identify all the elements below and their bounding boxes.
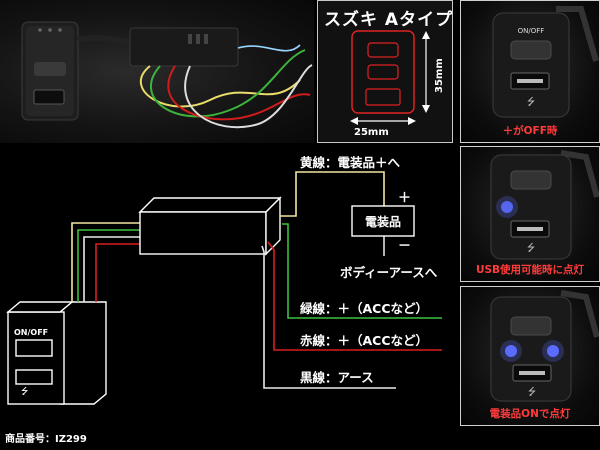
height-arrow-head [422, 105, 430, 113]
usb-tongue [519, 371, 545, 375]
switch-button [510, 316, 552, 336]
led-blue [547, 345, 559, 357]
product-photo [0, 0, 314, 143]
wire-red-in [95, 243, 142, 302]
switch-photo-off: ON/OFF ⭍ [492, 6, 599, 118]
led-blue [505, 345, 517, 357]
usb-icon: ⭍ [527, 96, 535, 108]
width-arrow-head [350, 117, 358, 125]
wire-light [237, 44, 301, 52]
spec-button-outline [367, 42, 399, 58]
photo-on: ⭍ 電装品ONで点灯 [460, 286, 600, 426]
cable [556, 6, 599, 62]
spec-panel: スズキ Aタイプ 35mm 25mm [317, 0, 453, 143]
caption-usb: USB使用可能時に点灯 [475, 264, 585, 276]
model-number: 商品番号：IZ299 [5, 434, 87, 445]
label-black: 黒線：アース [300, 370, 374, 385]
usb-icon: ⭍ [21, 386, 29, 397]
cable [560, 150, 599, 198]
label-green: 緑線：＋（ACCなど） [300, 301, 429, 316]
height-arrow-head [422, 31, 430, 39]
usb-icon: ⭍ [527, 242, 535, 254]
switch-3d: ⭍ [6, 301, 107, 405]
box-vent [204, 34, 208, 44]
wire-white-in [83, 236, 142, 302]
spec-drawing [350, 30, 430, 125]
usb-outline [15, 369, 53, 385]
photo-off: ON/OFF ⭍ ＋がOFF時 [460, 0, 600, 143]
switch-button [34, 62, 66, 76]
spec-switch-outline [367, 64, 399, 80]
spec-title: スズキ Aタイプ [324, 10, 453, 30]
led-dot [38, 28, 42, 32]
usb-tongue [517, 79, 543, 83]
onoff-text: ON/OFF [518, 27, 545, 35]
photo-usb: ⭍ USB使用可能時に点灯 [460, 146, 600, 282]
wire-yellow-in [71, 222, 142, 302]
load-minus: － [398, 239, 411, 254]
usb-tongue [517, 227, 543, 231]
switch-photo-on: ⭍ [490, 290, 599, 402]
box-side [265, 196, 281, 256]
spec-outline [351, 30, 415, 114]
load-box [351, 205, 415, 237]
junction-box [129, 27, 239, 67]
label-body-earth: ボディーアースへ [340, 265, 438, 280]
usb-port [33, 89, 65, 105]
caption-on: 電装品ONで点灯 [489, 408, 571, 420]
label-yellow: 黄線：電装品＋へ [300, 155, 401, 170]
usb-icon: ⭍ [528, 386, 536, 398]
box-top [138, 197, 282, 213]
load-plus: ＋ [398, 191, 411, 206]
switch-front [7, 311, 65, 405]
product-photo-art [21, 21, 313, 129]
box-vent [188, 34, 192, 44]
width-label: 25mm [354, 127, 389, 138]
wire-green-out [282, 223, 442, 319]
switch-onoff-label: ON/OFF [14, 328, 48, 337]
switch-button [510, 170, 552, 190]
load-label: 電装品 [365, 214, 401, 229]
caption-off: ＋がOFF時 [502, 125, 558, 137]
wire-red-out [267, 241, 442, 351]
wire-red [167, 65, 311, 121]
wire-white [184, 64, 313, 129]
wire-green [150, 49, 306, 118]
label-red: 赤線：＋（ACCなど） [300, 333, 429, 348]
led-dot [58, 28, 62, 32]
cable [560, 290, 599, 338]
box-front [139, 211, 267, 255]
switch-photo-usb: ⭍ [490, 150, 599, 260]
width-arrow-head [408, 117, 416, 125]
led-dot [48, 28, 52, 32]
wire-green-in [77, 229, 142, 302]
box-vent [196, 34, 200, 44]
switch-button-outline [15, 339, 53, 357]
switch-body [492, 12, 570, 118]
main-cable [77, 34, 133, 45]
wire-yellow [140, 65, 301, 108]
wiring-diagram: ⭍ ON/OFF 電装品 ＋ － [6, 171, 442, 405]
wire-yellow-out [280, 171, 385, 217]
led-blue [501, 201, 513, 213]
spec-usb-outline [365, 88, 401, 106]
led-glow [496, 196, 518, 218]
wire-black-out [261, 245, 396, 389]
switch-button [510, 40, 552, 60]
